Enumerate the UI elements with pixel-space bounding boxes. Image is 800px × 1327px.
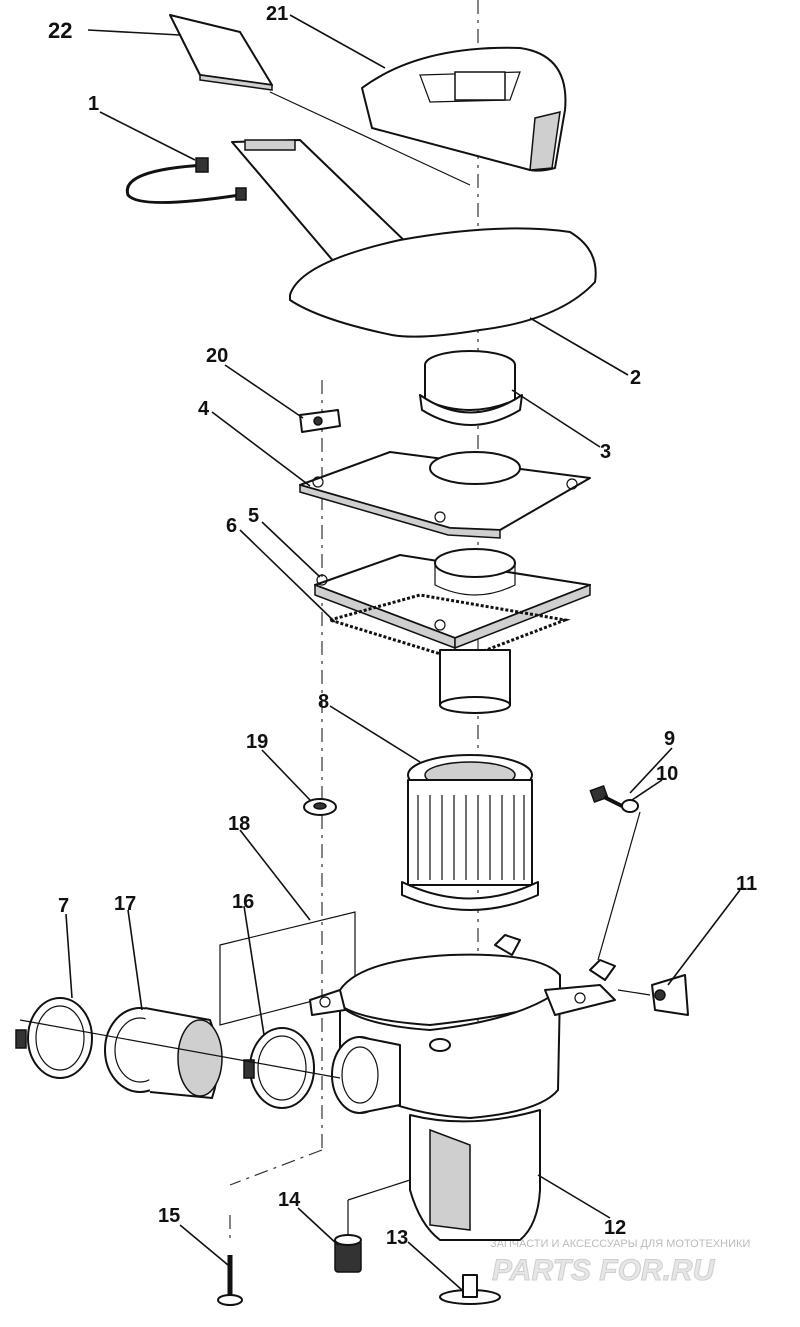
- lid-outlet-spout: [439, 649, 511, 714]
- callout-15: 15: [158, 1205, 180, 1227]
- callout-16: 16: [232, 891, 254, 913]
- callout-2: 2: [630, 367, 641, 389]
- filter-pleats: [417, 795, 525, 880]
- callout-21: 21: [266, 3, 288, 25]
- part-9-screw: [589, 785, 623, 808]
- callout-13: 13: [386, 1227, 408, 1249]
- part-15-bolt: [217, 1255, 243, 1306]
- part-21-intake-box: [361, 46, 567, 172]
- part-16-clamp-ring: [243, 1027, 315, 1109]
- part-14-drain-cap: [334, 1234, 362, 1273]
- part-11-bracket: [651, 974, 689, 1016]
- callout-12: 12: [604, 1217, 626, 1239]
- part-1-clamp: [125, 157, 247, 204]
- callout-18: 18: [228, 813, 250, 835]
- part-10-washer: [621, 799, 639, 813]
- watermark-brand: PARTS FOR.RU: [492, 1254, 716, 1287]
- callout-3: 3: [600, 441, 611, 463]
- callout-19: 19: [246, 731, 268, 753]
- assembly-line-14b: [347, 1179, 411, 1201]
- leader-lines: [65, 14, 741, 1291]
- part-17-rubber-adapter: [104, 1007, 223, 1099]
- part-22-cover-plate: [169, 14, 273, 91]
- fastener-axis-line-lower: [229, 1149, 323, 1186]
- airbox-intake-spout: [331, 1036, 401, 1114]
- assembly-line-intake: [19, 1019, 341, 1079]
- callout-8: 8: [318, 691, 329, 713]
- part-13-drain-valve: [439, 1274, 501, 1305]
- part-4-top-plate: [299, 451, 591, 539]
- callout-10: 10: [656, 763, 678, 785]
- assembly-line-11: [617, 989, 651, 996]
- watermark: ЗАПЧАСТИ И АКСЕССУАРЫ ДЛЯ МОТОТЕХНИКИ PA…: [490, 1238, 750, 1288]
- callout-7: 7: [58, 895, 69, 917]
- part-5-airbox-lid: [314, 548, 591, 650]
- callout-numbers: 22 21 1 2 20 3 4 5 6 8 19 9 10 18 7 17 1…: [48, 3, 757, 1249]
- callout-4: 4: [198, 398, 210, 420]
- callout-1: 1: [88, 93, 99, 115]
- callout-22: 22: [48, 18, 72, 43]
- part-19-washer: [303, 798, 337, 816]
- part-20-clip-nut: [299, 409, 341, 433]
- part-3-rubber-sleeve: [419, 350, 523, 426]
- assembly-line-10: [597, 811, 641, 961]
- callout-5: 5: [248, 505, 259, 527]
- callout-11: 11: [736, 873, 757, 895]
- callout-20: 20: [206, 345, 228, 367]
- part-2-intake-duct: [231, 139, 597, 338]
- callout-9: 9: [664, 728, 675, 750]
- callout-14: 14: [278, 1189, 301, 1211]
- callout-6: 6: [226, 515, 237, 537]
- callout-17: 17: [114, 893, 136, 915]
- part-8-filter-element: [401, 754, 539, 911]
- part-6-gasket: [324, 593, 571, 662]
- part-7-clamp-ring: [15, 997, 93, 1079]
- watermark-subtitle: ЗАПЧАСТИ И АКСЕССУАРЫ ДЛЯ МОТОТЕХНИКИ: [490, 1238, 750, 1250]
- assembly-line-21: [269, 91, 471, 186]
